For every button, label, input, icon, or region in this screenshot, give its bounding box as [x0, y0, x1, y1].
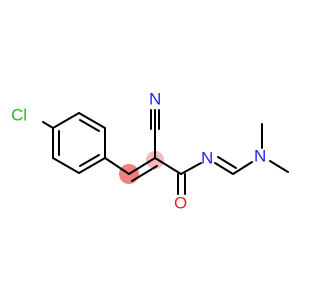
atom-label-o-carbonyl: O [174, 193, 187, 212]
atom-label-cl: Cl [11, 105, 27, 124]
bond-ring-1 [52, 112, 80, 129]
bond-ring-vinyl [104, 157, 130, 175]
atom-label-n-dimethyl: N [254, 146, 266, 165]
bond-ring-inner-2 [79, 154, 100, 167]
structure-drawing: Cl N N N O [11, 89, 289, 212]
atom-label-n-nitrile: N [149, 89, 161, 108]
bond-ring-5 [52, 157, 80, 174]
highlight-alpha-carbon [146, 151, 164, 169]
bond-ring-inner-1 [79, 119, 100, 132]
bond-ch-n [232, 161, 253, 175]
bond-ring-4 [78, 157, 106, 174]
bond-nc-double-b [217, 156, 237, 169]
bond-alpha-carbonyl [154, 157, 182, 175]
bond-ring-cl [42, 121, 54, 129]
bond-methyl-right [269, 160, 289, 173]
bond-carbonyl-n [180, 162, 202, 175]
molecule-diagram: Cl N N N O [11, 89, 289, 212]
bond-ring-2 [78, 112, 106, 129]
bond-cc-double-a [128, 157, 156, 175]
bond-cc-double-b [131, 165, 158, 182]
bond-nc-double-a [214, 162, 234, 175]
atom-label-n-imine: N [201, 148, 213, 167]
